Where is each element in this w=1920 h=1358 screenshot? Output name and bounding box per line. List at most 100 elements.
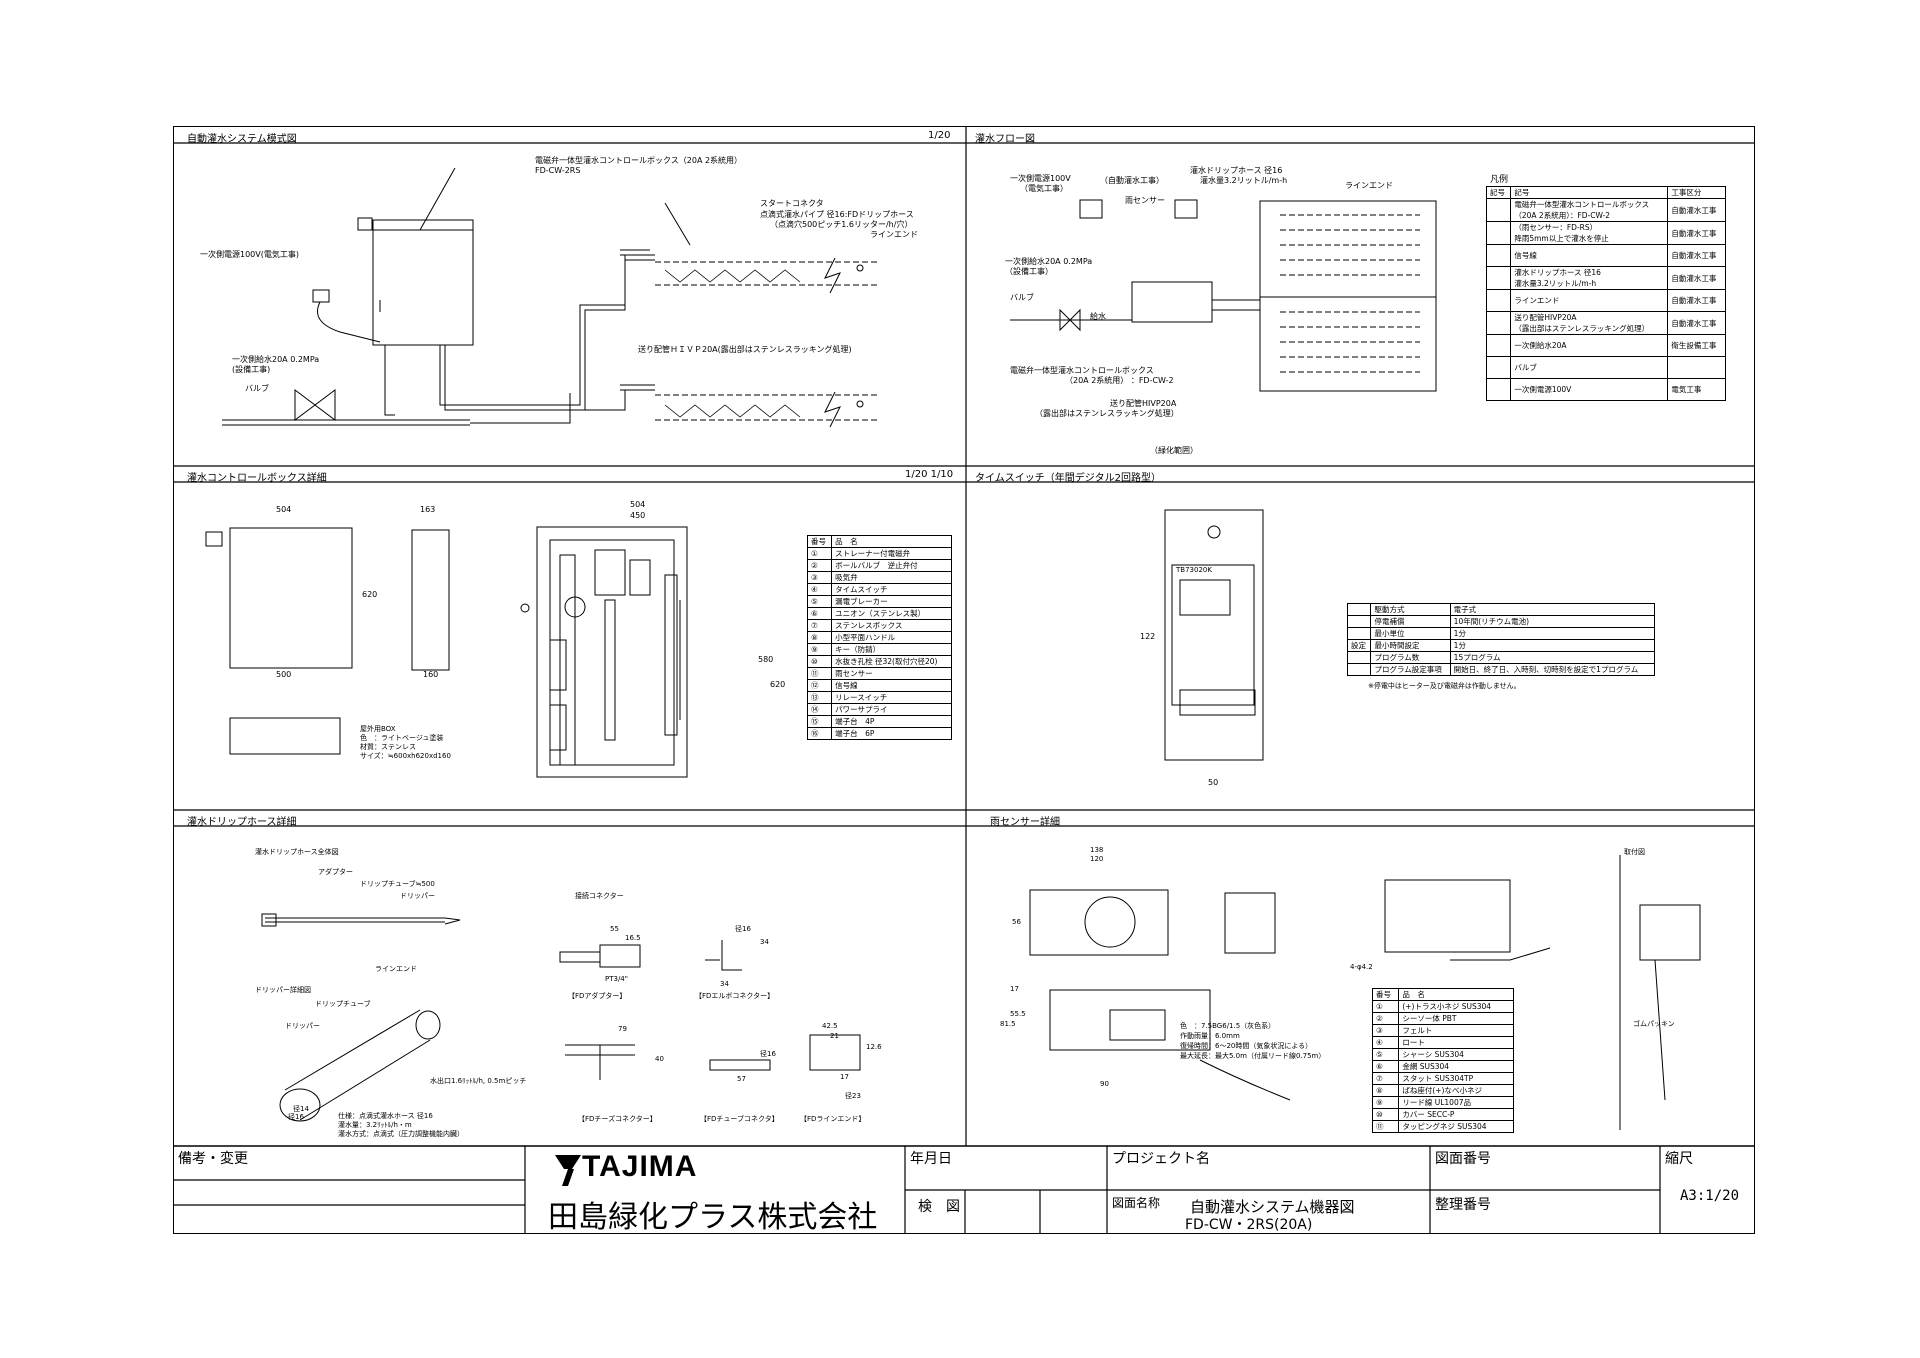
conn-dim-57: 57: [737, 1075, 746, 1083]
legend-row: 信号線自動灌水工事: [1485, 244, 1726, 267]
drip-dripper2: ドリッパー: [285, 1022, 320, 1030]
timer-dim-w: 50: [1208, 778, 1219, 787]
flow-rain: 雨センサー: [1125, 196, 1165, 205]
legend-name: 一次側給水20A: [1510, 334, 1669, 357]
rain-parts-h2: 品 名: [1398, 988, 1514, 1001]
rain-dim-holes: 4-φ4.2: [1350, 963, 1373, 971]
flow-power: 一次側電源100V: [1010, 174, 1071, 183]
drip-spec-2: 灌水量：3.2ﾘｯﾄﾙ/h・m: [338, 1121, 412, 1129]
rain-parts-h1: 番号: [1371, 988, 1400, 1001]
timer-spec-cell: 1分: [1449, 639, 1656, 652]
timer-spec-cell: 最小単位: [1370, 627, 1451, 640]
control-title: 灌水コントロールボックス詳細: [187, 473, 327, 484]
legend-name-sub: （露出部はステンレスラッキング処理）: [1514, 324, 1650, 333]
timer-spec-row: 駆動方式電子式: [1346, 603, 1656, 616]
drip-tube: ドリップチューブ≒500: [360, 880, 435, 888]
drip-tube2: ドリップチューブ: [315, 1000, 371, 1008]
drip-title: 灌水ドリップホース詳細: [187, 817, 297, 828]
parts-no: ⑫: [806, 679, 833, 692]
company-logo: TAJIMA: [582, 1150, 698, 1183]
drip-whole: 灌水ドリップホース全体図: [255, 848, 339, 856]
conn-dim-40: 40: [655, 1055, 664, 1063]
outdoor-3: 材質：ステンレス: [360, 743, 416, 751]
conn-end: 【FDラインエンド】: [800, 1115, 866, 1123]
legend-name-text: ラインエンド: [1514, 296, 1560, 305]
parts-no: ⑧: [806, 631, 833, 644]
legend-symbol: [1485, 289, 1512, 312]
rain-dim-17: 17: [1010, 985, 1019, 993]
conn-dim-79: 79: [618, 1025, 627, 1033]
rain-info-2: 作動雨量：6.0mm: [1180, 1032, 1240, 1040]
flow-area: （緑化範囲）: [1150, 446, 1198, 455]
system-water-sub: (設備工事): [232, 365, 271, 374]
flow-feed-sub: （露出部はステンレスラッキング処理）: [1035, 409, 1179, 418]
rain-dim-90: 90: [1100, 1080, 1109, 1088]
timer-model: TB73020K: [1176, 566, 1212, 574]
flow-water: 一次側給水20A 0.2MPa: [1005, 257, 1093, 266]
timer-note: ※停電中はヒーター及び電磁弁は作動しません。: [1368, 682, 1521, 690]
legend-name: 灌水ドリップホース 径16 灌水量3.2リットル/m-h: [1510, 266, 1669, 290]
control-scale: 1/20 1/10: [905, 469, 954, 480]
system-water-label: 一次側給水20A 0.2MPa: [232, 355, 320, 364]
parts-h2: 品 名: [831, 535, 952, 548]
legend-name-text: 灌水ドリップホース 径16: [1514, 268, 1601, 277]
legend-symbol: [1485, 244, 1512, 267]
rain-parts-no: ③: [1371, 1024, 1400, 1037]
conn-dim-d16b: 径16: [760, 1050, 776, 1058]
system-lineend-label: ラインエンド: [870, 230, 918, 239]
legend-name-text: 一次側電源100V: [1514, 385, 1572, 394]
drip-detail: ドリッパー詳細図: [255, 986, 311, 994]
system-pipe-sub: （点滴穴500ピッチ1.6リッター/h/穴）: [770, 220, 913, 229]
legend-division: 自動灌水工事: [1667, 289, 1726, 312]
legend-name-sub: 灌水量3.2リットル/m-h: [1514, 279, 1597, 288]
conn-dim-21: 21: [830, 1032, 839, 1040]
legend-row: （雨センサー：FD-RS）降雨5mm以上で灌水を停止自動灌水工事: [1485, 221, 1726, 245]
parts-name: ステンレスボックス: [831, 619, 952, 632]
legend-division: 自動灌水工事: [1667, 221, 1726, 245]
drip-connector: 接続コネクター: [575, 892, 624, 900]
flow-power-sub: （電気工事）: [1020, 184, 1068, 193]
system-valve-label: バルブ: [245, 384, 269, 393]
parts-name: 水抜き孔栓 径32(取付穴径20): [831, 655, 952, 668]
drawing-code: FD-CW・2RS(20A): [1185, 1217, 1313, 1233]
legend-name: 信号線: [1510, 244, 1669, 267]
timer-spec-cell: プログラム数: [1370, 651, 1451, 664]
conn-dim-d23: 径23: [845, 1092, 861, 1100]
rain-parts-name: 金網 SUS304: [1398, 1060, 1514, 1073]
parts-no: ⑬: [806, 691, 833, 704]
rain-parts-row: ①(+)トラス小ネジ SUS304: [1371, 1000, 1514, 1013]
timer-spec-cell: 駆動方式: [1370, 603, 1451, 616]
legend-division: 自動灌水工事: [1667, 266, 1726, 290]
flow-supply: 給水: [1090, 312, 1106, 321]
conn-dim-34a: 34: [760, 938, 769, 946]
drip-spec-3: 灌水方式：点滴式（圧力調整機能内臓）: [338, 1130, 464, 1138]
legend-symbol: [1485, 334, 1512, 357]
company-name: 田島緑化プラス株式会社: [548, 1200, 878, 1235]
legend-name-text: （雨センサー：FD-RS）: [1514, 223, 1598, 232]
parts-no: ⑨: [806, 643, 833, 656]
legend-row: ラインエンド 自動灌水工事: [1485, 289, 1726, 312]
conn-tube: 【FDチューブコネクタ】: [700, 1115, 779, 1123]
parts-no: ③: [806, 571, 833, 584]
dim-inner-620: 620: [770, 680, 786, 689]
timer-spec-cell: [1346, 603, 1372, 616]
parts-h1: 番号: [806, 535, 833, 548]
legend-row: 送り配管HIVP20A（露出部はステンレスラッキング処理）自動灌水工事: [1485, 311, 1726, 335]
outdoor-4: サイズ：≒600xh620xd160: [360, 752, 451, 760]
conn-dim-34b: 34: [720, 980, 729, 988]
